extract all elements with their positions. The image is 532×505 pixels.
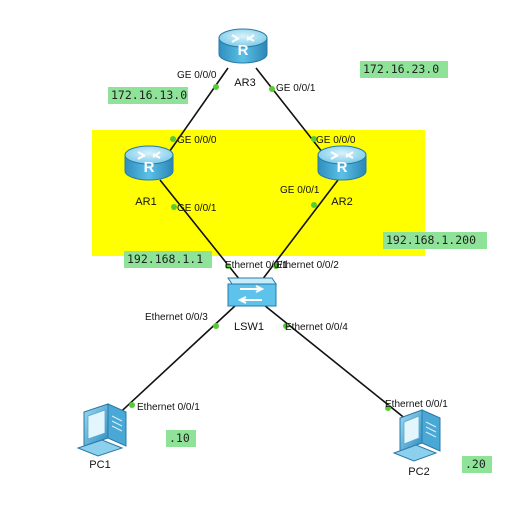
port-label-ar1-ge001: GE 0/0/1	[177, 203, 217, 214]
ip-label-ar2: 192.168.1.200	[383, 232, 487, 249]
port-label-ar3-ge000: GE 0/0/0	[177, 70, 217, 81]
ip-label-pc2: .20	[462, 456, 492, 473]
router-ar2[interactable]: AR2	[317, 145, 367, 208]
port-dot	[273, 263, 279, 269]
pc-icon	[392, 409, 441, 462]
port-label-ar3-ge001: GE 0/0/1	[276, 83, 316, 94]
port-label-lsw1-eth002: Ethernet 0/0/2	[276, 260, 339, 271]
device-label-ar2: AR2	[331, 196, 352, 208]
port-dot	[213, 323, 219, 329]
network-label-172-16-23-0: 172.16.23.0	[360, 61, 448, 78]
router-ar3[interactable]: AR3	[218, 28, 268, 89]
port-dot	[385, 405, 391, 411]
port-dots	[129, 84, 391, 411]
port-label-pc1-eth001: Ethernet 0/0/1	[137, 402, 200, 413]
device-label-lsw1: LSW1	[234, 321, 264, 333]
port-label-pc2-eth001: Ethernet 0/0/1	[385, 399, 448, 410]
port-label-ar1-ge000: GE 0/0/0	[177, 135, 217, 146]
router-icon	[124, 145, 174, 181]
ip-label-ar1: 192.168.1.1	[124, 251, 212, 268]
router-ar1[interactable]: AR1	[124, 145, 174, 208]
router-icon	[317, 145, 367, 181]
port-dot	[213, 84, 219, 90]
device-label-pc1: PC1	[89, 459, 110, 471]
port-dot	[269, 86, 275, 92]
port-dot	[283, 323, 289, 329]
port-label-ar2-ge001: GE 0/0/1	[280, 185, 320, 196]
port-labels: GE 0/0/0 GE 0/0/1 GE 0/0/0 GE 0/0/0 GE 0…	[137, 70, 448, 413]
device-label-ar1: AR1	[135, 196, 156, 208]
port-dot	[170, 136, 176, 142]
switch-lsw1[interactable]: LSW1	[227, 277, 277, 333]
port-label-ar2-ge000: GE 0/0/0	[316, 135, 356, 146]
network-label-172-16-13-0: 172.16.13.0	[108, 87, 188, 104]
device-label-ar3: AR3	[234, 77, 255, 89]
router-icon	[218, 28, 268, 64]
link-ar3-ar2	[255, 67, 331, 163]
port-dot	[311, 136, 317, 142]
pc-pc1[interactable]: PC1	[76, 403, 127, 471]
port-dot	[225, 263, 231, 269]
port-dot	[171, 204, 177, 210]
switch-icon	[227, 277, 277, 307]
pc-icon	[76, 403, 127, 457]
port-label-lsw1-eth003: Ethernet 0/0/3	[145, 312, 208, 323]
port-dot	[311, 202, 317, 208]
port-label-lsw1-eth001: Ethernet 0/0/1	[225, 260, 288, 271]
pc-pc2[interactable]: PC2	[392, 409, 441, 478]
ip-label-pc1: .10	[166, 430, 196, 447]
device-label-pc2: PC2	[408, 466, 429, 478]
port-label-lsw1-eth004: Ethernet 0/0/4	[285, 322, 348, 333]
port-dot	[129, 402, 135, 408]
